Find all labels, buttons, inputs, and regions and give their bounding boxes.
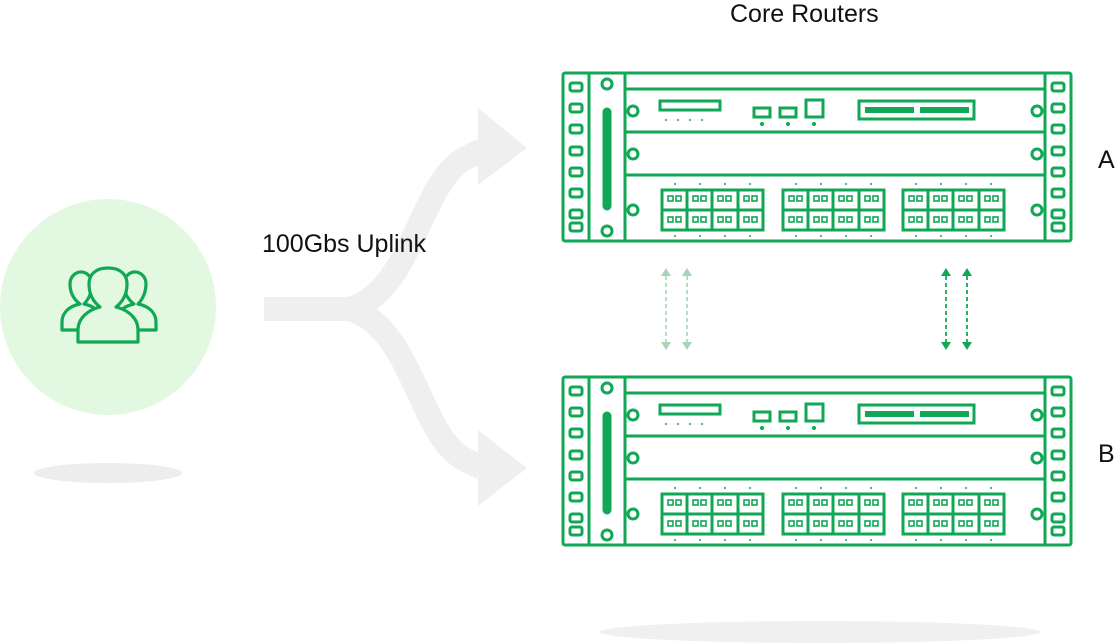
link-arrows-active	[941, 268, 972, 350]
router-b	[563, 377, 1071, 545]
router-a	[563, 73, 1071, 241]
uplink-flow-arrow	[264, 139, 488, 479]
uplink-arrowhead-a	[478, 108, 527, 185]
uplink-arrowhead-b	[478, 430, 527, 506]
router-a-label: A	[1098, 146, 1115, 174]
router-b-label: B	[1098, 440, 1115, 468]
uplink-label: 100Gbs Uplink	[262, 230, 426, 258]
router-shadow	[600, 621, 1040, 643]
diagram-title: Core Routers	[730, 0, 879, 28]
link-arrows-faded	[661, 268, 692, 350]
user-shadow	[34, 463, 182, 483]
users-group-icon	[60, 266, 158, 344]
